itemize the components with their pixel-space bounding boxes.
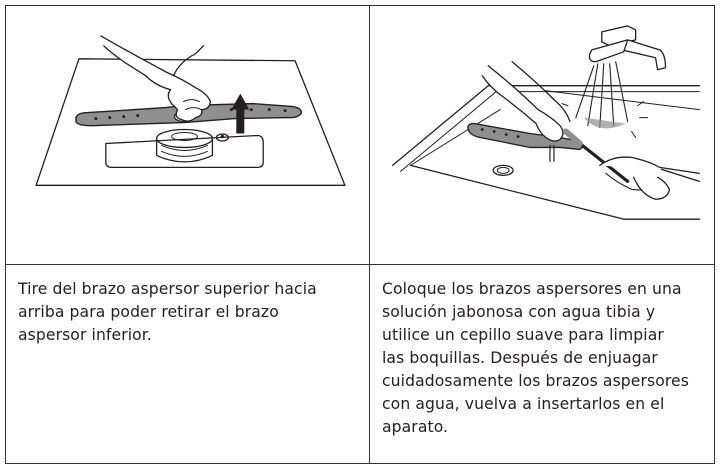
sink-inner-slope [544,90,700,111]
spray-arm-stem [549,144,555,162]
text-cell-remove-spray-arm: Tire del brazo aspersor superior hacia a… [6,265,370,463]
faucet-body [621,39,667,71]
instruction-table: Tire del brazo aspersor superior hacia a… [5,5,715,464]
water-splash [583,117,626,129]
text-cell-clean-spray-arm: Coloque los brazos aspersores en una sol… [370,265,714,463]
clean-spray-arm-illustration [391,25,701,220]
sink-back-edge [391,85,701,167]
instruction-line: arriba para poder retirar el brazo [18,303,279,321]
faucet-spout [588,39,629,63]
hand-upper [100,35,212,122]
filter-plate [105,134,264,169]
arm-hub-dot [220,134,225,139]
water-stream [575,61,629,129]
instruction-text-remove-spray-arm: Tire del brazo aspersor superior hacia a… [18,278,355,347]
lower-arm-nozzles [480,128,520,138]
instruction-line: con agua, vuelva a insertarlos en el [382,395,665,413]
instruction-line: utilice un cepillo suave para limpiar [382,326,664,344]
sink-front-edge [409,164,701,220]
tub-floor-outline [35,58,346,186]
illustration-cell-remove-spray-arm [6,6,370,265]
sink-side [410,109,501,166]
right-hand-thumb [632,176,671,200]
spray-arm-nozzles [94,108,287,121]
lower-spray-arm [467,122,584,151]
forearm-edge [172,45,205,77]
filter-core [171,132,198,141]
pull-up-arrow-icon [231,93,250,134]
filter-body [155,137,214,163]
sink-drain [492,164,514,176]
hand-fingers [183,99,202,111]
left-forearm-edge [511,61,571,123]
arm-hub-cap [215,133,229,142]
instruction-line: solución jabonosa con agua tibia y [382,303,656,321]
sink-drain-inner [496,166,510,174]
instruction-text-clean-spray-arm: Coloque los brazos aspersores en una sol… [382,278,700,439]
cleaning-brush-head [562,128,583,147]
cleaning-brush-handle [573,137,630,183]
instruction-line: aspersor inferior. [18,326,152,344]
filter-ribs [161,144,208,157]
right-forearm-edge [660,168,701,182]
water-droplets [561,101,649,138]
instruction-line: las boquillas. Después de enjuagar [382,349,658,367]
remove-spray-arm-illustration [35,35,346,186]
instruction-line: aparato. [382,418,449,436]
instruction-line: Coloque los brazos aspersores en una [382,280,682,298]
left-hand [481,65,564,142]
illustration-cell-clean-spray-arm [370,6,714,265]
right-hand [599,156,701,174]
instruction-line: Tire del brazo aspersor superior hacia [18,280,317,298]
instruction-line: cuidadosamente los brazos aspersores [382,372,689,390]
